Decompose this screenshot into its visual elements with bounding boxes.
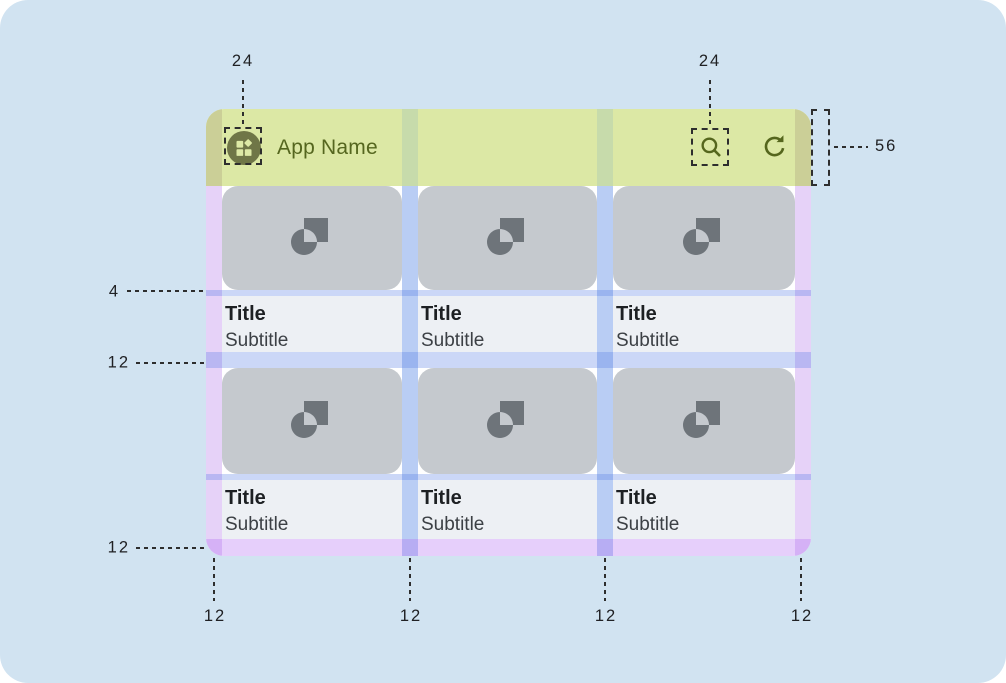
dim-line [709, 80, 711, 127]
search-icon [701, 137, 721, 157]
image-text-gap-band [206, 474, 811, 480]
dim-label-image-text-gap: 4 [108, 282, 120, 301]
app-mockup: App Name [206, 109, 811, 556]
dim-label-leading-icon: 24 [231, 52, 255, 70]
card-subtitle: Subtitle [225, 330, 289, 351]
card-caption[interactable]: Title Subtitle [613, 296, 795, 352]
card-caption[interactable]: Title Subtitle [222, 480, 402, 539]
dim-label-appbar-height: 56 [875, 137, 898, 155]
dim-line [242, 80, 244, 126]
dim-line [800, 558, 802, 601]
card-subtitle: Subtitle [421, 330, 485, 351]
card-title: Title [421, 303, 462, 325]
card-title: Title [225, 487, 266, 509]
widgets-icon [236, 139, 252, 156]
image-text-gap-band [206, 290, 811, 296]
bottom-margin-band [206, 539, 811, 556]
dim-box-leading-icon [224, 127, 262, 165]
dim-line [604, 558, 606, 601]
card-caption[interactable]: Title Subtitle [418, 296, 597, 352]
card-media[interactable] [418, 368, 597, 474]
card-title: Title [616, 487, 657, 509]
dim-label-gutter-2: 12 [594, 607, 618, 625]
card-media[interactable] [613, 186, 795, 290]
refresh-button[interactable] [761, 133, 789, 161]
card-media[interactable] [418, 186, 597, 290]
image-placeholder-icon [486, 218, 524, 255]
card-title: Title [225, 303, 266, 325]
margin-overlay-appbar-right [795, 109, 811, 186]
image-placeholder-icon [291, 218, 328, 255]
search-button[interactable] [697, 133, 725, 161]
dim-label-row-gap: 12 [107, 353, 130, 372]
card-media[interactable] [613, 368, 795, 474]
dim-line [136, 362, 206, 364]
card-subtitle: Subtitle [616, 514, 680, 535]
card-caption[interactable]: Title Subtitle [418, 480, 597, 539]
dim-label-right-margin: 12 [790, 607, 814, 625]
card-title: Title [421, 487, 462, 509]
margin-overlay-appbar-left [206, 109, 222, 186]
card-media[interactable] [222, 368, 402, 474]
gutter-overlay-1 [402, 186, 418, 556]
dim-box-search-icon [691, 128, 729, 166]
image-placeholder-icon [486, 401, 524, 438]
image-placeholder-icon [683, 218, 720, 255]
dim-label-gutter-1: 12 [399, 607, 423, 625]
row-gap-band [206, 352, 811, 368]
card-title: Title [616, 303, 657, 325]
gutter-overlay-appbar-1 [402, 109, 418, 186]
card-caption[interactable]: Title Subtitle [613, 480, 795, 539]
dim-label-bottom-margin: 12 [107, 538, 130, 557]
card-caption[interactable]: Title Subtitle [222, 296, 402, 352]
dim-line [834, 146, 868, 148]
image-placeholder-icon [291, 401, 328, 438]
dim-line [136, 547, 206, 549]
dim-line [213, 558, 215, 601]
dim-line [409, 558, 411, 601]
app-title: App Name [277, 135, 378, 159]
refresh-icon [764, 135, 785, 157]
dim-label-left-margin: 12 [203, 607, 227, 625]
gutter-overlay-appbar-2 [597, 109, 613, 186]
card-media[interactable] [222, 186, 402, 290]
image-placeholder-icon [683, 401, 720, 438]
card-subtitle: Subtitle [616, 330, 680, 351]
dim-line [127, 290, 206, 292]
margin-overlay-right [795, 186, 811, 556]
dim-bracket-appbar-height [811, 109, 830, 186]
card-subtitle: Subtitle [421, 514, 485, 535]
nav-avatar[interactable] [227, 131, 261, 165]
card-subtitle: Subtitle [225, 514, 289, 535]
margin-overlay-left [206, 186, 222, 556]
dim-label-search-icon: 24 [698, 52, 722, 70]
gutter-overlay-2 [597, 186, 613, 556]
